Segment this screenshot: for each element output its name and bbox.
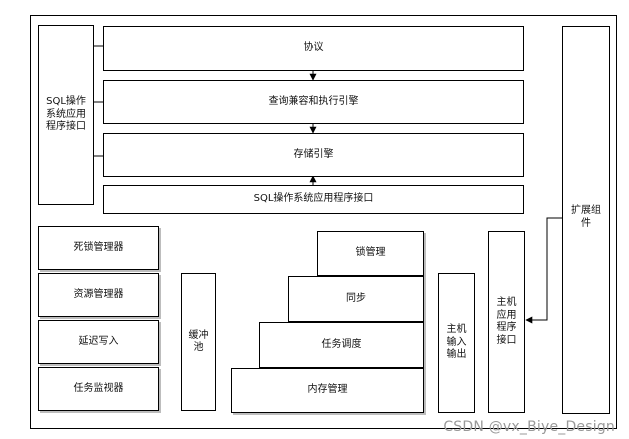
watermark-text: CSDN @vx_Biye_Design bbox=[443, 419, 615, 435]
synchronization-box: 同步 bbox=[288, 276, 424, 322]
buffer-pool-label: 缓冲池 bbox=[188, 329, 209, 354]
host-api-label: 主机应用程序接口 bbox=[496, 297, 517, 346]
extension-component-box: 扩展组件 bbox=[562, 26, 610, 414]
resource-manager-label: 资源管理器 bbox=[73, 288, 124, 300]
storage-engine-label: 存储引擎 bbox=[293, 148, 334, 160]
sql-os-api-bar-label: SQL操作系统应用程序接口 bbox=[253, 193, 374, 205]
sql-os-api-left-box: SQL操作系统应用程序接口 bbox=[38, 25, 94, 205]
buffer-pool-box: 缓冲池 bbox=[181, 273, 216, 411]
lazy-writer-box: 延迟写入 bbox=[38, 320, 159, 364]
task-scheduling-label: 任务调度 bbox=[321, 338, 362, 350]
protocol-box: 协议 bbox=[103, 26, 524, 71]
memory-management-box: 内存管理 bbox=[231, 368, 424, 413]
lock-management-label: 锁管理 bbox=[355, 247, 386, 259]
query-engine-box: 查询兼容和执行引擎 bbox=[103, 80, 524, 124]
lock-management-box: 锁管理 bbox=[317, 231, 424, 276]
storage-engine-box: 存储引擎 bbox=[103, 133, 524, 177]
lazy-writer-label: 延迟写入 bbox=[78, 335, 119, 347]
extension-component-label: 扩展组件 bbox=[571, 205, 601, 229]
host-io-box: 主机输入输出 bbox=[438, 273, 475, 413]
task-monitor-label: 任务监视器 bbox=[73, 382, 124, 394]
protocol-label: 协议 bbox=[303, 42, 324, 54]
task-scheduling-box: 任务调度 bbox=[259, 322, 424, 368]
outer-frame bbox=[30, 15, 617, 429]
deadlock-manager-box: 死锁管理器 bbox=[38, 226, 159, 270]
query-engine-label: 查询兼容和执行引擎 bbox=[268, 95, 359, 107]
memory-management-label: 内存管理 bbox=[307, 384, 348, 396]
sql-os-api-left-label: SQL操作系统应用程序接口 bbox=[46, 96, 86, 133]
deadlock-manager-label: 死锁管理器 bbox=[73, 241, 124, 253]
synchronization-label: 同步 bbox=[346, 292, 366, 304]
task-monitor-box: 任务监视器 bbox=[38, 367, 159, 411]
resource-manager-box: 资源管理器 bbox=[38, 273, 159, 317]
host-io-label: 主机输入输出 bbox=[446, 324, 467, 361]
host-api-box: 主机应用程序接口 bbox=[488, 231, 525, 413]
sql-os-api-bar: SQL操作系统应用程序接口 bbox=[103, 185, 524, 214]
